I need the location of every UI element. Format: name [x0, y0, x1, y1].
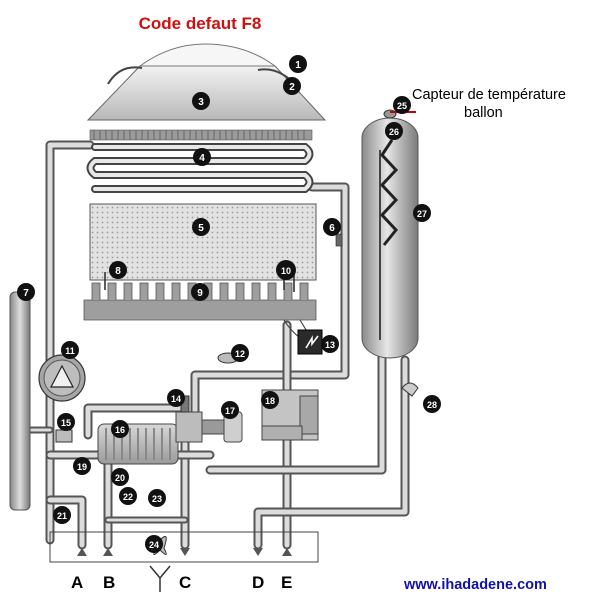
badge-22: 22 — [119, 487, 137, 505]
badge-21: 21 — [53, 506, 71, 524]
svg-text:15: 15 — [61, 418, 71, 428]
badge-5: 5 — [192, 218, 210, 236]
badge-12: 12 — [231, 344, 249, 362]
svg-text:10: 10 — [281, 266, 291, 276]
badge-2: 2 — [283, 77, 301, 95]
website-link[interactable]: www.ihadadene.com — [404, 577, 547, 593]
component-number-badges: 1 2 3 4 5 6 7 8 9 10 11 12 13 14 15 16 1… — [17, 55, 441, 553]
badge-6: 6 — [323, 218, 341, 236]
circulation-pump — [38, 354, 86, 402]
badge-10: 10 — [276, 260, 296, 280]
svg-text:6: 6 — [329, 223, 335, 234]
badge-25: 25 — [393, 96, 411, 114]
badge-3: 3 — [192, 92, 210, 110]
diverter-valve — [175, 395, 243, 443]
svg-text:12: 12 — [235, 349, 245, 359]
sensor-label-line2: ballon — [464, 105, 503, 121]
badge-17: 17 — [221, 401, 239, 419]
svg-text:17: 17 — [225, 406, 235, 416]
svg-text:26: 26 — [389, 127, 399, 137]
svg-text:27: 27 — [417, 209, 427, 219]
svg-text:1: 1 — [295, 60, 301, 71]
overheat-sensor — [335, 233, 343, 247]
svg-text:2: 2 — [289, 82, 295, 93]
badge-24: 24 — [145, 535, 163, 553]
ignition-unit — [283, 319, 323, 355]
svg-text:23: 23 — [152, 494, 162, 504]
badge-9: 9 — [191, 283, 209, 301]
badge-28: 28 — [423, 395, 441, 413]
badge-11: 11 — [61, 341, 79, 359]
badge-23: 23 — [148, 489, 166, 507]
svg-text:18: 18 — [265, 396, 275, 406]
safety-valve — [401, 382, 419, 397]
svg-text:8: 8 — [115, 266, 121, 277]
badge-8: 8 — [109, 261, 127, 279]
flue-hood — [86, 43, 327, 121]
badge-18: 18 — [261, 391, 279, 409]
badge-27: 27 — [413, 204, 431, 222]
hot-water-tank — [361, 117, 419, 359]
svg-text:16: 16 — [115, 425, 125, 435]
connection-label-b: B — [103, 573, 116, 592]
svg-text:5: 5 — [198, 223, 204, 234]
connection-arrows — [77, 548, 292, 556]
svg-text:19: 19 — [77, 462, 87, 472]
connection-label-a: A — [71, 573, 84, 592]
badge-20: 20 — [111, 468, 129, 486]
burner — [83, 282, 317, 321]
svg-text:9: 9 — [197, 288, 203, 299]
connection-label-d: D — [252, 573, 265, 592]
svg-text:13: 13 — [325, 340, 335, 350]
pressure-gauge — [55, 429, 73, 443]
svg-text:14: 14 — [171, 394, 181, 404]
gas-valve — [261, 389, 319, 441]
svg-text:22: 22 — [123, 492, 133, 502]
badge-4: 4 — [193, 148, 211, 166]
heat-exchanger — [86, 129, 314, 193]
diagram-title: Code defaut F8 — [138, 14, 262, 33]
svg-text:4: 4 — [199, 153, 205, 164]
connection-block — [49, 531, 319, 563]
badge-26: 26 — [385, 122, 403, 140]
svg-text:3: 3 — [198, 97, 204, 108]
badge-1: 1 — [289, 55, 307, 73]
svg-text:25: 25 — [397, 101, 407, 111]
plate-exchanger — [97, 423, 179, 465]
svg-text:11: 11 — [65, 346, 75, 356]
badge-19: 19 — [73, 457, 91, 475]
svg-text:20: 20 — [115, 473, 125, 483]
svg-text:21: 21 — [57, 511, 67, 521]
connection-label-c: C — [179, 573, 192, 592]
svg-text:24: 24 — [149, 540, 159, 550]
badge-15: 15 — [57, 413, 75, 431]
svg-text:28: 28 — [427, 400, 437, 410]
badge-14: 14 — [167, 389, 185, 407]
svg-text:7: 7 — [23, 288, 29, 299]
connection-label-e: E — [281, 573, 293, 592]
badge-7: 7 — [17, 283, 35, 301]
badge-13: 13 — [321, 335, 339, 353]
badge-16: 16 — [111, 420, 129, 438]
sensor-label-line1: Capteur de température — [412, 87, 566, 103]
expansion-vessel — [9, 291, 31, 511]
